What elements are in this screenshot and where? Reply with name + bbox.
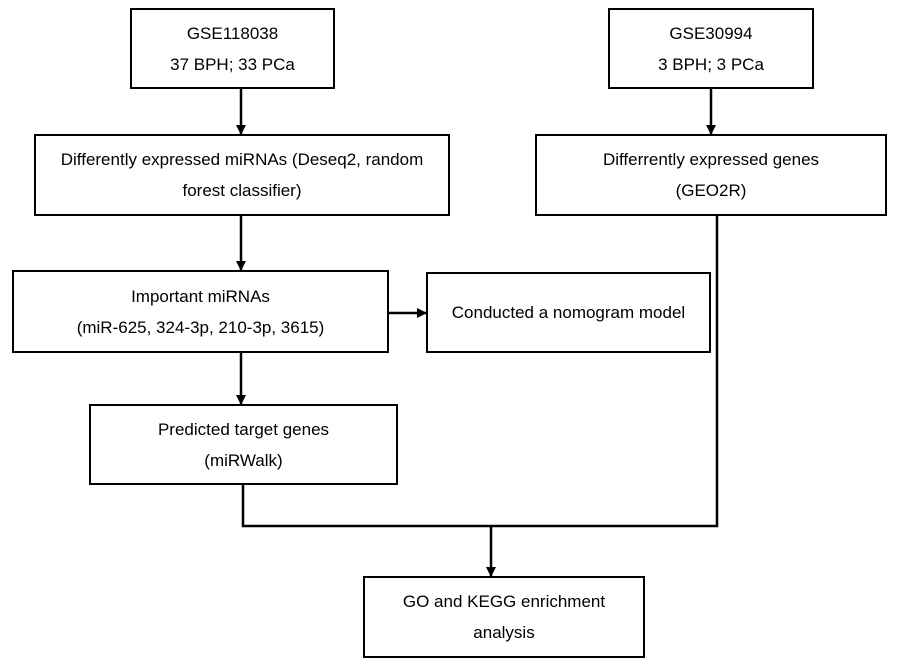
node-de-genes-line-2: (GEO2R) (675, 181, 747, 200)
node-nomogram-line-1: Conducted a nomogram model (451, 303, 686, 322)
node-important-mirnas-line-2: (miR-625, 324-3p, 210-3p, 3615) (76, 317, 325, 337)
connector-group (236, 89, 719, 577)
edge-de-genes-merge (491, 216, 719, 528)
node-enrichment-line-1: GO and KEGG enrichment (402, 592, 606, 611)
edge-predicted-targets-merge (241, 485, 491, 528)
node-de-mirnas-line-1: Differently expressed miRNAs (Deseq2, ra… (60, 150, 424, 169)
node-gse118038-line-2: 37 BPH; 33 PCa (170, 54, 295, 74)
node-predicted-targets-line-2: (miRWalk) (204, 450, 283, 470)
node-gse30994: GSE30994 3 BPH; 3 PCa (608, 8, 814, 89)
node-gse118038: GSE118038 37 BPH; 33 PCa (130, 8, 335, 89)
node-important-mirnas-line-1: Important miRNAs (131, 286, 270, 306)
node-gse118038-line-1: GSE118038 (186, 23, 279, 43)
node-enrichment-line-2: analysis (473, 623, 535, 642)
node-de-mirnas: Differently expressed miRNAs (Deseq2, ra… (34, 134, 450, 216)
node-de-genes: Differrently expressed genes (GEO2R) (535, 134, 887, 216)
node-enrichment: GO and KEGG enrichment analysis (363, 576, 645, 658)
node-de-mirnas-line-2: forest classifier) (182, 181, 302, 200)
node-de-genes-line-1: Differrently expressed genes (602, 150, 820, 169)
node-gse30994-line-1: GSE30994 (669, 23, 753, 43)
node-predicted-targets-line-1: Predicted target genes (157, 419, 330, 439)
node-nomogram: Conducted a nomogram model (426, 272, 711, 353)
node-gse30994-line-2: 3 BPH; 3 PCa (658, 54, 764, 74)
node-predicted-targets: Predicted target genes (miRWalk) (89, 404, 398, 485)
node-important-mirnas: Important miRNAs (miR-625, 324-3p, 210-3… (12, 270, 389, 353)
